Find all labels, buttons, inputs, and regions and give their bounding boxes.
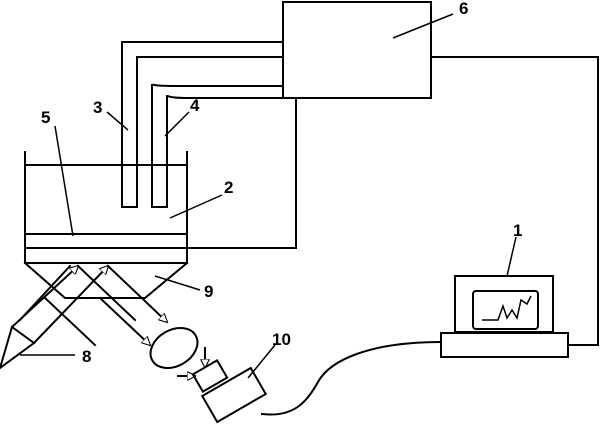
reflected-beam-4 [98,296,150,345]
leader-9 [154,275,201,291]
monitor-trace [482,295,532,321]
controller-box [282,1,432,99]
reflected-beam-1 [76,264,137,322]
electrode-4 [151,83,295,208]
incident-beam-3 [18,264,72,322]
label-4: 4 [190,96,200,115]
reflected-beam-2 [106,264,167,322]
label-1: 1 [513,221,522,240]
monitor-screen [472,290,539,330]
reflected-beam-3 [43,296,97,347]
computer-base [440,332,569,358]
leader-3 [106,111,129,131]
leader-5 [54,125,74,237]
lens [149,327,199,369]
filter [191,358,229,394]
label-2: 2 [224,178,233,197]
leader-10 [247,344,276,379]
cell-container [24,151,188,264]
monitor-outer [454,275,554,333]
leader-1 [506,236,517,277]
detector [200,366,268,424]
leader-4 [164,111,190,137]
incident-beam-2 [32,266,108,345]
label-3: 3 [93,98,102,117]
label-5: 5 [41,108,50,127]
label-10: 10 [272,330,291,349]
wire-film-to-controller [186,97,297,249]
leader-6 [392,13,454,39]
label-6: 6 [459,0,468,18]
label-9: 9 [204,282,213,301]
prism [23,261,189,299]
wire-controller-to-computer [430,56,599,346]
detector-cable [260,340,443,416]
leader-2 [169,194,223,219]
light-source [0,325,36,370]
label-8: 8 [82,347,91,366]
electrode-3 [121,41,284,208]
